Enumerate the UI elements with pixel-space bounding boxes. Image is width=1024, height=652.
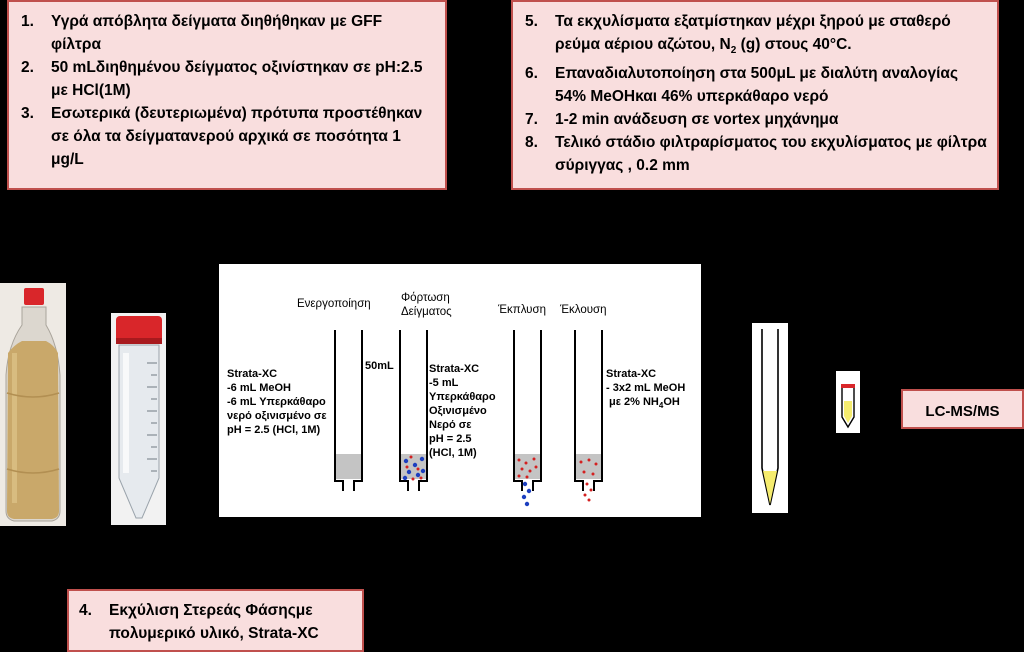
condition-line: (HCl, 1M) xyxy=(429,447,477,459)
heading-wash: Έκπλυση xyxy=(497,304,546,316)
spe-scheme: Ενεργοποίηση Φόρτωση Δείγματος Έκπλυση Έ… xyxy=(219,264,701,517)
step-text: Τελικό στάδιο φιλτραρίσματος του εκχυλίσ… xyxy=(555,134,987,175)
step-text-part: Τα εκχυλίσματα εξατμίστηκαν μέχρι ξηρού … xyxy=(555,13,951,53)
loading-conditions: Strata-XC -5 mL Υπερκάθαρο Οξινισμένο Νε… xyxy=(429,363,496,459)
cartridge-activation xyxy=(334,330,363,491)
step-6: 6. Επαναδιαλυτοποίηση στα 500μL με διαλύ… xyxy=(525,62,987,108)
vial-image xyxy=(836,371,860,433)
step-number: 1. xyxy=(21,13,34,30)
step-7: 7. 1-2 min ανάδευση σε vortex μηχάνημα xyxy=(525,108,987,131)
subscript: 2 xyxy=(730,45,737,57)
step-number: 4. xyxy=(79,602,92,619)
heading-loading-2: Δείγματος xyxy=(401,306,452,318)
text-part: OH xyxy=(663,396,680,408)
step-3: 3. Εσωτερικά (δευτεριωμένα) πρότυπα προσ… xyxy=(21,102,435,171)
steps-box-bottom: 4. Εκχύλιση Στερεάς Φάσηςμε πολυμερικό υ… xyxy=(67,589,364,652)
condition-line: Strata-XC xyxy=(227,368,277,380)
subscript: 4 xyxy=(659,401,664,410)
condition-line: Οξινισμένο xyxy=(429,405,487,417)
step-text: 1-2 min ανάδευση σε vortex μηχάνημα xyxy=(555,111,839,129)
lcms-label-box: LC-MS/MS xyxy=(901,389,1024,429)
step-text-part: (g) στους 40°C. xyxy=(736,36,852,53)
sample-bottle-image xyxy=(0,283,66,526)
condition-line: pH = 2.5 xyxy=(429,433,472,445)
step-text: Επαναδιαλυτοποίηση στα 500μL με διαλύτη … xyxy=(555,65,959,106)
activation-conditions: Strata-XC -6 mL MeOH -6 mL Υπερκάθαρο νε… xyxy=(227,368,327,436)
step-text: Εσωτερικά (δευτεριωμένα) πρότυπα προστέθ… xyxy=(51,105,423,168)
step-number: 3. xyxy=(21,105,34,122)
step-number: 5. xyxy=(525,13,538,30)
step-8: 8. Τελικό στάδιο φιλτραρίσματος του εκχυ… xyxy=(525,131,987,177)
volume-label: 50mL xyxy=(365,360,394,372)
heading-elution: Έκλουση xyxy=(559,304,607,316)
cartridge-wash xyxy=(513,330,542,507)
step-number: 7. xyxy=(525,111,538,129)
step-1: 1. Υγρά απόβλητα δείγματα διηθήθηκαν με … xyxy=(21,10,435,56)
step-number: 2. xyxy=(21,59,34,76)
lcms-label: LC-MS/MS xyxy=(925,403,1000,420)
step-text: 50 mLδιηθημένου δείγματος οξινίστηκαν σε… xyxy=(51,59,423,99)
step-number: 6. xyxy=(525,65,538,83)
condition-line: pH = 2.5 (HCl, 1M) xyxy=(227,424,321,436)
step-number: 8. xyxy=(525,134,538,152)
condition-line: -6 mL MeOH xyxy=(227,382,291,394)
condition-line: Υπερκάθαρο xyxy=(429,391,496,403)
heading-loading: Φόρτωση xyxy=(401,292,450,304)
extract-tube-image xyxy=(752,323,788,513)
steps-box-left: 1. Υγρά απόβλητα δείγματα διηθήθηκαν με … xyxy=(7,0,447,190)
condition-line: με 2% NH4OH xyxy=(609,396,680,410)
cartridge-elution xyxy=(574,330,603,502)
condition-line: -5 mL xyxy=(429,377,459,389)
condition-line: Strata-XC xyxy=(429,363,479,375)
step-5: 5. Τα εκχυλίσματα εξατμίστηκαν μέχρι ξηρ… xyxy=(525,10,987,62)
condition-line: -6 mL Υπερκάθαρο xyxy=(227,396,326,408)
step-text: Εκχύλιση Στερεάς Φάσηςμε πολυμερικό υλικ… xyxy=(109,602,319,642)
cartridge-loading xyxy=(399,330,428,491)
condition-line: Strata-XC xyxy=(606,368,656,380)
step-4: 4. Εκχύλιση Στερεάς Φάσηςμε πολυμερικό υ… xyxy=(79,599,352,645)
text-part: με 2% NH xyxy=(609,396,659,408)
condition-line: - 3x2 mL MeOH xyxy=(606,382,685,394)
heading-activation: Ενεργοποίηση xyxy=(297,298,371,310)
step-text: Υγρά απόβλητα δείγματα διηθήθηκαν με GFF… xyxy=(51,13,383,53)
steps-box-right: 5. Τα εκχυλίσματα εξατμίστηκαν μέχρι ξηρ… xyxy=(511,0,999,190)
step-text: Τα εκχυλίσματα εξατμίστηκαν μέχρι ξηρού … xyxy=(555,10,987,62)
step-2: 2. 50 mLδιηθημένου δείγματος οξινίστηκαν… xyxy=(21,56,435,102)
condition-line: νερό οξινισμένο σε xyxy=(227,410,327,422)
elution-conditions: Strata-XC - 3x2 mL MeOH με 2% NH4OH xyxy=(606,368,685,410)
centrifuge-tube-image xyxy=(111,313,166,525)
condition-line: Νερό σε xyxy=(429,419,472,431)
